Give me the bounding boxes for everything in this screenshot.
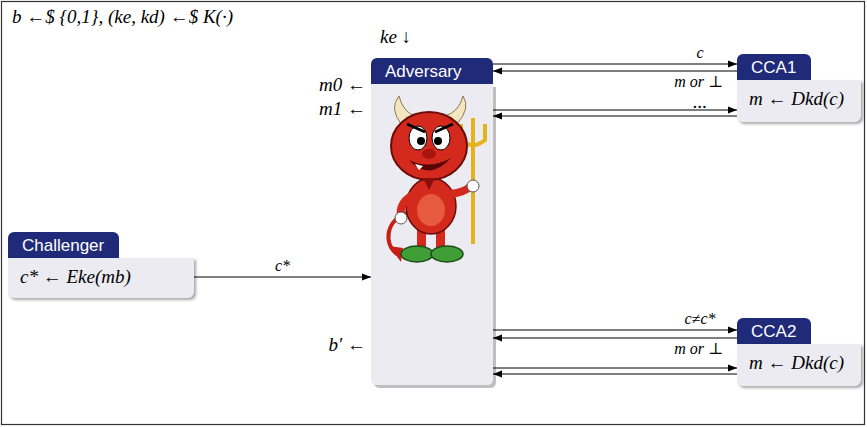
message-arrow [493,63,737,64]
guess-output: b′ ← [329,334,366,357]
devil-part [422,149,436,159]
message-arrow [493,373,737,374]
devil-part [415,164,423,170]
message-arrow [493,70,737,71]
devil-part [467,180,479,192]
message-output: m1 ← [319,98,366,121]
block-formula: m ← Dkd(c) [749,88,844,111]
message-arrow [194,276,371,277]
adversary-panel [371,84,493,385]
edge-label: c* [273,257,292,275]
edge-label: m or ⊥ [672,73,725,91]
block-body: c* ← Eke(mb) [8,258,194,298]
block-title-bar: CCA1 [737,54,811,80]
edge-label: c≠c* [683,310,718,328]
devil-part [409,158,451,171]
block-body: m ← Dkd(c) [737,344,861,386]
block-title: Challenger [22,236,104,256]
block-title-bar: Challenger [8,232,119,258]
message-output: m0 ← [319,74,366,97]
block-body [371,84,493,385]
devil-part [407,124,425,132]
devil-part [417,137,425,145]
devil-part [406,178,456,234]
key-input: ke ↓ [380,26,411,49]
devil-part [435,124,453,132]
edge-label: m or ⊥ [672,340,725,358]
connector-group [194,64,737,374]
block-body: m ← Dkd(c) [737,80,861,122]
message-arrow [493,115,737,116]
message-arrow [493,367,737,368]
devil-part [471,118,475,144]
message-arrow [493,329,737,330]
devil-part [401,246,433,262]
devil-part [391,112,467,180]
devil-part [431,246,463,262]
block-title: Adversary [385,62,462,82]
ellipsis: ... [693,91,707,114]
setup-line: b ←$ {0,1}, (ke, kd) ←$ K(·) [12,6,233,29]
devil-part [417,194,445,226]
adversary-block: Adversary [371,58,493,385]
devil-part [395,212,407,224]
oracle-block: CCA2 m ← Dkd(c) [737,318,861,386]
oracle-block: CCA1 m ← Dkd(c) [737,54,861,122]
block-title-bar: CCA2 [737,318,811,344]
block-formula: c* ← Eke(mb) [20,266,131,289]
block-title-bar: Adversary [371,58,493,84]
message-arrow [493,337,737,338]
block-title: CCA1 [751,58,796,78]
block-title: CCA2 [751,322,796,342]
devil-part [423,178,435,190]
devil-part [434,137,442,145]
edge-label: c [694,44,705,62]
block-formula: m ← Dkd(c) [749,352,844,375]
challenger-block: Challenger c* ← Eke(mb) [8,232,194,298]
devil-illustration [388,96,485,262]
